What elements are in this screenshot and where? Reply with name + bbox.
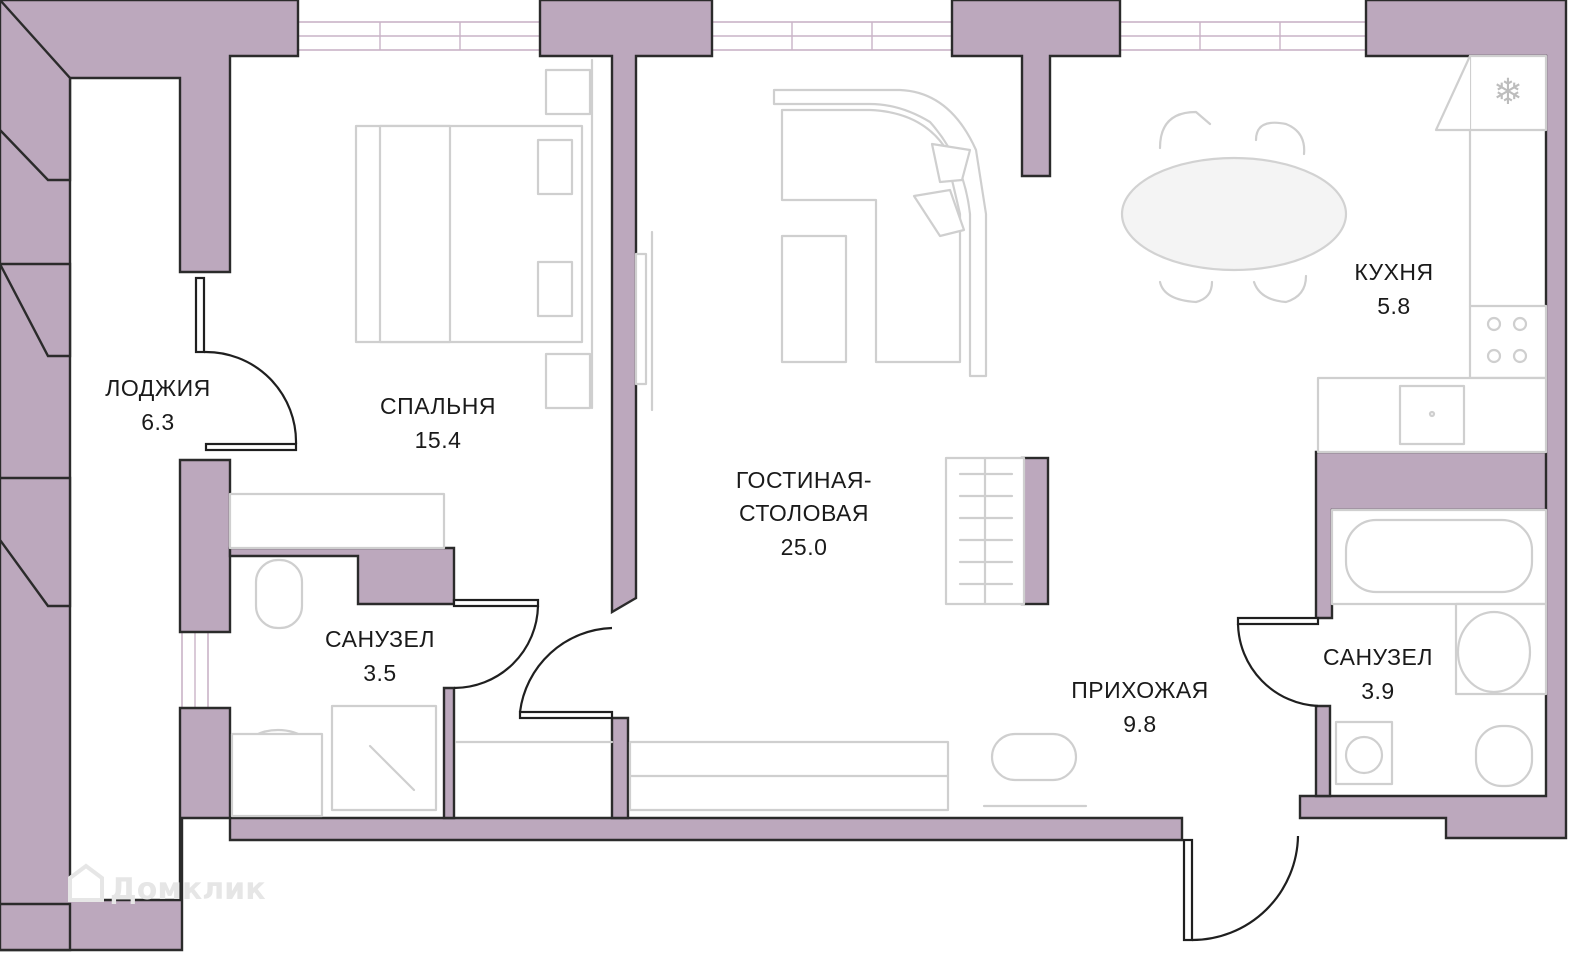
shelf [944,456,1026,606]
loggia-area: 6.3 [141,409,174,435]
bath2-name: САНУЗЕЛ [1323,644,1433,670]
furniture: ❄ [228,54,1548,818]
kitchen-units: ❄ [1316,54,1548,454]
hall-wardrobe [454,732,1088,812]
bedroom-area: 15.4 [415,427,462,453]
dining-table [1120,110,1348,304]
bathroom1-fixtures [230,558,438,818]
doors [194,276,1320,942]
living-name-line1: ГОСТИНАЯ- [736,467,872,493]
bath2-area: 3.9 [1361,678,1394,704]
hall-name: ПРИХОЖАЯ [1071,677,1209,703]
bed [354,58,594,410]
bathroom2-fixtures [1330,508,1548,788]
kitchen-name: КУХНЯ [1354,259,1433,285]
bedroom-wardrobe [228,492,446,550]
tv [634,230,654,412]
bath1-name: САНУЗЕЛ [325,626,435,652]
living-name-line2: СТОЛОВАЯ [739,500,869,526]
living-area: 25.0 [781,534,828,560]
house-logo-icon [68,863,104,902]
room-labels: ЛОДЖИЯ 6.3 СПАЛЬНЯ 15.4 ГОСТИНАЯ- СТОЛОВ… [105,259,1433,737]
hall-area: 9.8 [1123,711,1156,737]
watermark-text: Домклик [110,872,266,907]
loggia-name: ЛОДЖИЯ [105,375,210,401]
svg-text:❄: ❄ [1493,72,1523,113]
bath1-area: 3.5 [363,660,396,686]
kitchen-area: 5.8 [1377,293,1410,319]
bedroom-name: СПАЛЬНЯ [380,393,496,419]
watermark: Домклик [68,863,266,907]
sofa [772,88,988,378]
